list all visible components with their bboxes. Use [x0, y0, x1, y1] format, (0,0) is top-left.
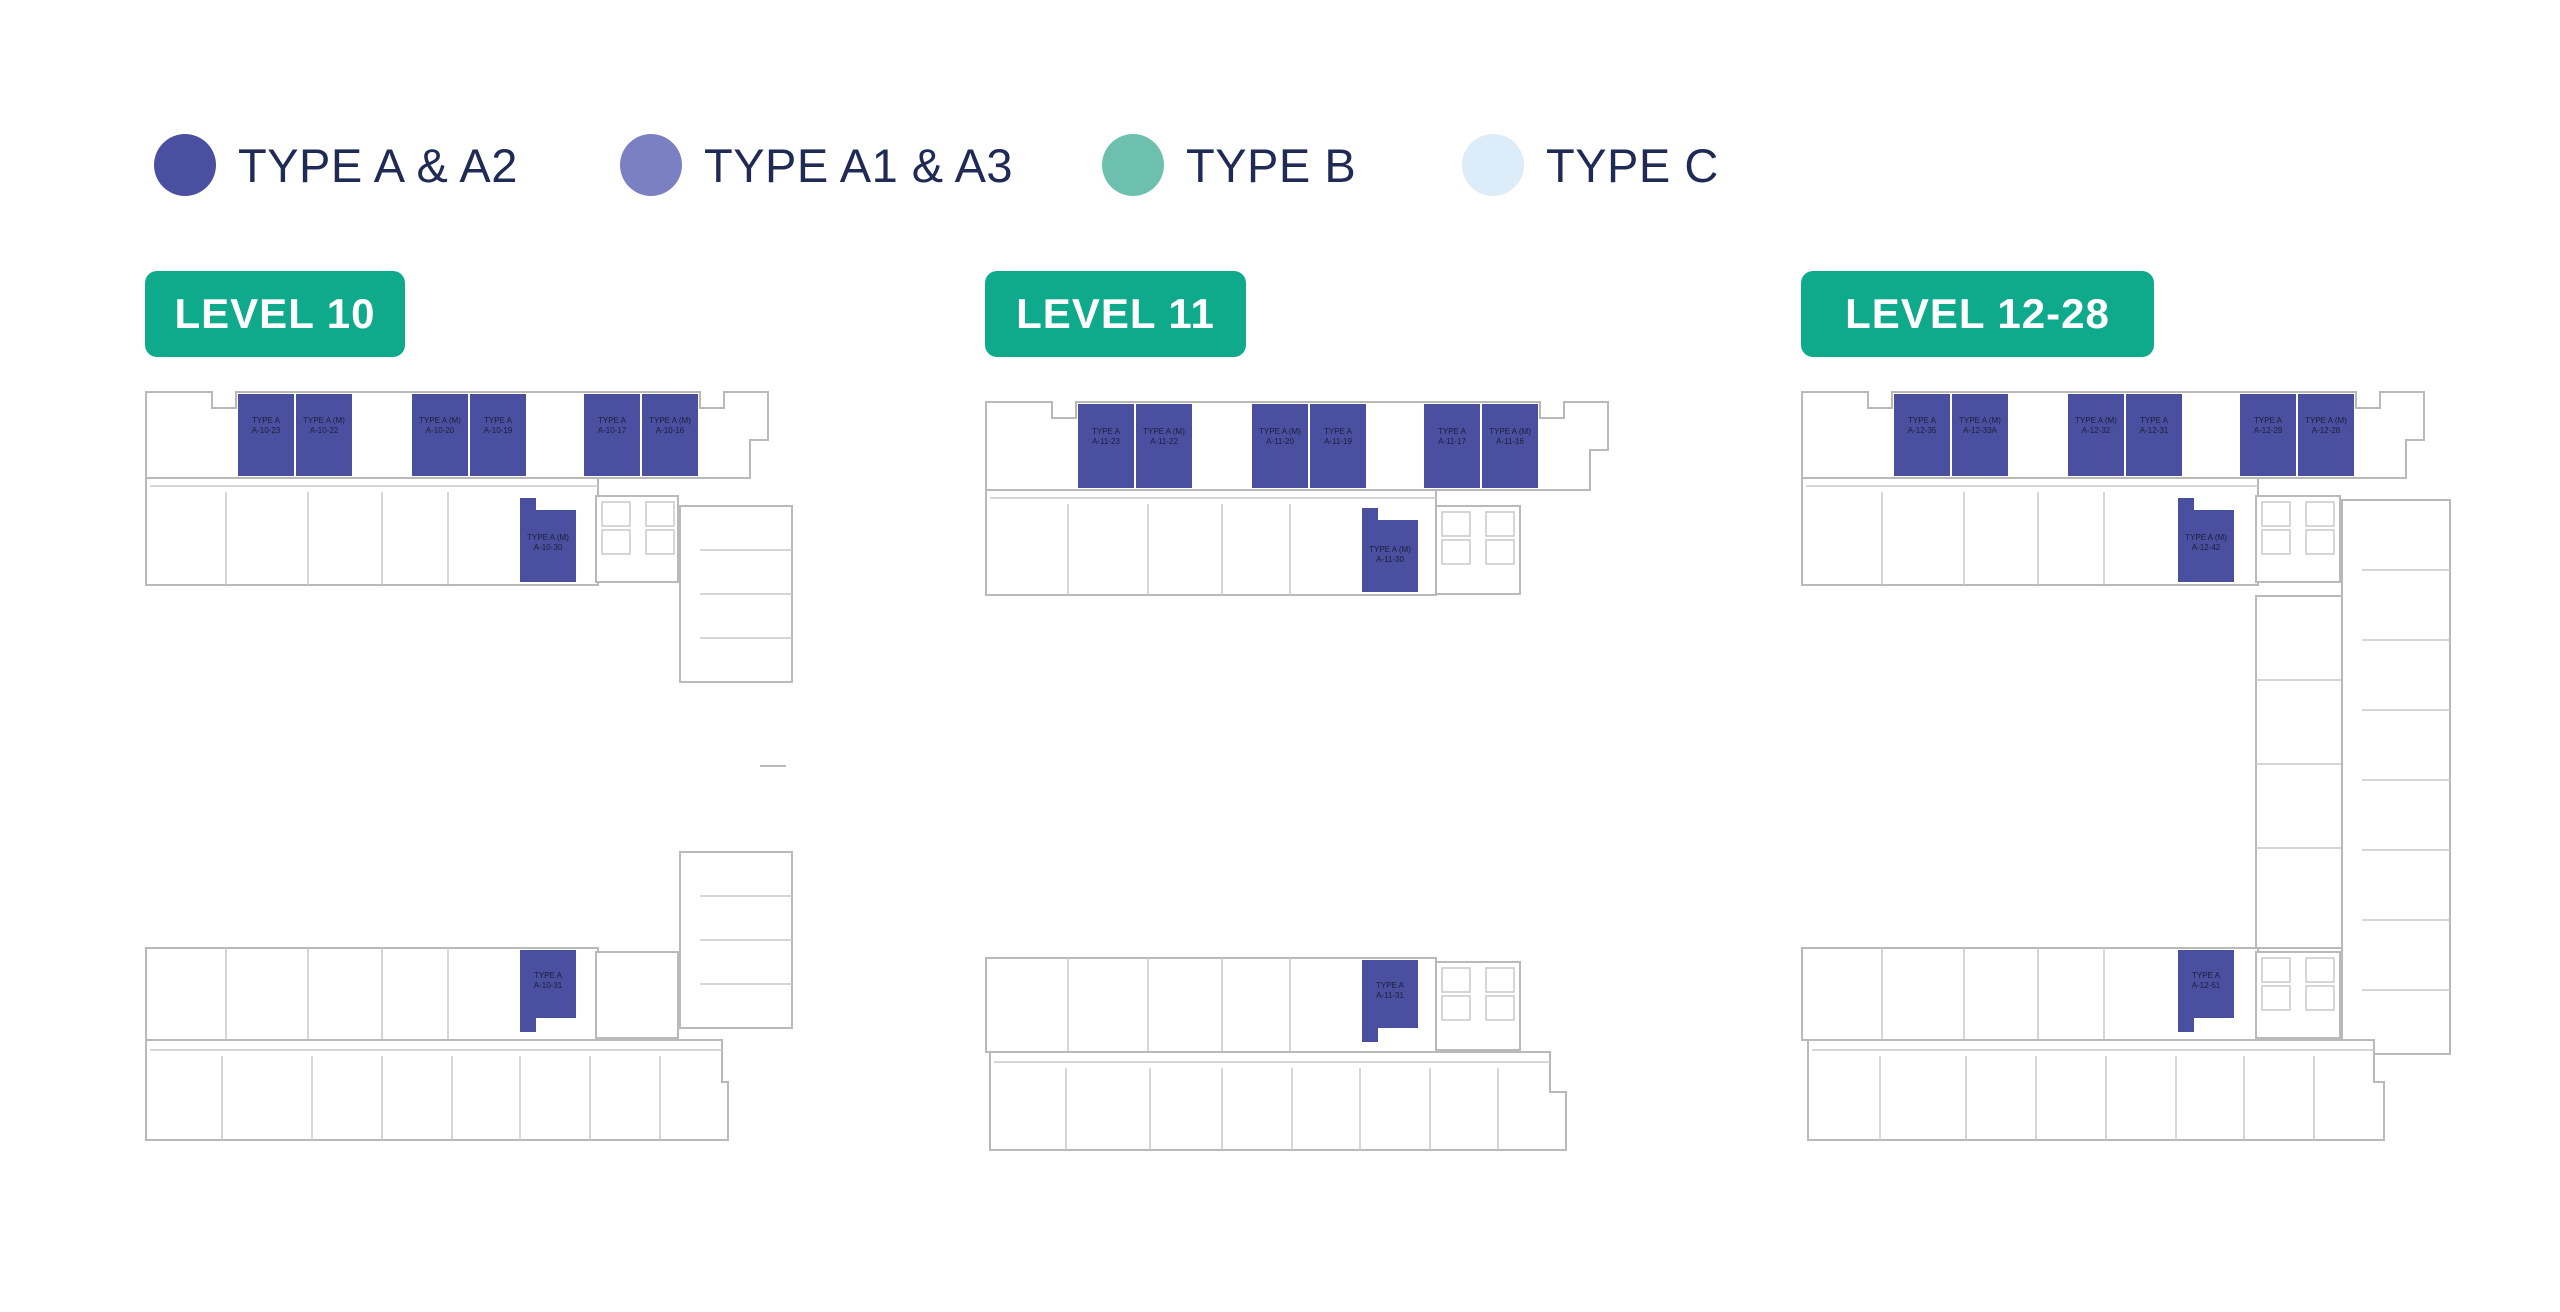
level-11-badge[interactable]: LEVEL 11: [985, 271, 1246, 357]
unit-a-11-19[interactable]: TYPE A A-11-19: [1310, 404, 1366, 488]
level-12-28-badge[interactable]: LEVEL 12-28: [1801, 271, 2154, 357]
unit-a-11-31[interactable]: TYPE A A-11-31: [1362, 960, 1418, 1042]
legend-item-type-a-a2: TYPE A & A2: [154, 133, 518, 197]
legend-item-type-a1-a3: TYPE A1 & A3: [620, 133, 1013, 197]
unit-type-label: TYPE A: [534, 971, 563, 980]
unit-a-11-30[interactable]: TYPE A (M) A-11-30: [1362, 508, 1418, 592]
level-10-plan: TYPE A A-10-23 TYPE A (M) A-10-22 TYPE A…: [145, 391, 793, 1141]
unit-type-label: TYPE A (M): [1489, 427, 1531, 436]
unit-a-10-23[interactable]: TYPE A A-10-23: [238, 394, 294, 476]
unit-a-12-29[interactable]: TYPE A A-12-29: [2240, 394, 2296, 476]
unit-type-label: TYPE A (M): [419, 416, 461, 425]
unit-a-12-35[interactable]: TYPE A A-12-35: [1894, 394, 1950, 476]
legend-swatch: [1102, 134, 1164, 196]
unit-type-label: TYPE A: [1376, 981, 1405, 990]
unit-id-label: A-12-42: [2192, 543, 2221, 552]
unit-a-10-30[interactable]: TYPE A (M) A-10-30: [520, 498, 576, 582]
unit-type-label: TYPE A: [2192, 971, 2221, 980]
unit-type-label: TYPE A: [484, 416, 513, 425]
unit-id-label: A-10-19: [484, 426, 513, 435]
unit-a-12-51[interactable]: TYPE A A-12-51: [2178, 950, 2234, 1032]
unit-type-label: TYPE A (M): [527, 533, 569, 542]
unit-type-label: TYPE A: [1324, 427, 1353, 436]
unit-a-12-31[interactable]: TYPE A A-12-31: [2126, 394, 2182, 476]
unit-id-label: A-12-33A: [1963, 426, 1997, 435]
unit-a-11-20[interactable]: TYPE A (M) A-11-20: [1252, 404, 1308, 488]
unit-a-12-28[interactable]: TYPE A (M) A-12-28: [2298, 394, 2354, 476]
unit-type-label: TYPE A (M): [1143, 427, 1185, 436]
level-12-28-plan: TYPE A A-12-35 TYPE A (M) A-12-33A TYPE …: [1801, 391, 2451, 1141]
legend-item-type-c: TYPE C: [1462, 133, 1719, 197]
unit-id-label: A-11-17: [1438, 437, 1466, 446]
unit-type-label: TYPE A: [2140, 416, 2169, 425]
unit-type-label: TYPE A: [2254, 416, 2283, 425]
unit-a-10-20[interactable]: TYPE A (M) A-10-20: [412, 394, 468, 476]
unit-a-12-42[interactable]: TYPE A (M) A-12-42: [2178, 498, 2234, 582]
unit-id-label: A-11-30: [1376, 555, 1404, 564]
unit-type-label: TYPE A (M): [2075, 416, 2117, 425]
legend-swatch: [1462, 134, 1524, 196]
unit-id-label: A-11-19: [1324, 437, 1352, 446]
unit-type-label: TYPE A (M): [2185, 533, 2227, 542]
unit-id-label: A-12-31: [2140, 426, 2169, 435]
legend-swatch: [620, 134, 682, 196]
unit-type-label: TYPE A (M): [1369, 545, 1411, 554]
unit-id-label: A-12-28: [2312, 426, 2341, 435]
unit-type-label: TYPE A (M): [303, 416, 345, 425]
unit-id-label: A-10-17: [598, 426, 627, 435]
unit-a-11-16[interactable]: TYPE A (M) A-11-16: [1482, 404, 1538, 488]
unit-id-label: A-10-16: [656, 426, 685, 435]
unit-id-label: A-10-20: [426, 426, 455, 435]
unit-id-label: A-11-16: [1496, 437, 1524, 446]
unit-a-11-22[interactable]: TYPE A (M) A-11-22: [1136, 404, 1192, 488]
legend-label: TYPE A1 & A3: [704, 138, 1014, 192]
unit-type-label: TYPE A (M): [1259, 427, 1301, 436]
unit-type-label: TYPE A: [1092, 427, 1121, 436]
legend-label: TYPE C: [1546, 138, 1719, 192]
unit-id-label: A-10-22: [310, 426, 339, 435]
unit-type-label: TYPE A (M): [1959, 416, 2001, 425]
unit-a-10-16[interactable]: TYPE A (M) A-10-16: [642, 394, 698, 476]
unit-id-label: A-11-22: [1150, 437, 1178, 446]
unit-a-12-33a[interactable]: TYPE A (M) A-12-33A: [1952, 394, 2008, 476]
unit-id-label: A-10-31: [534, 981, 563, 990]
unit-id-label: A-12-51: [2192, 981, 2221, 990]
unit-id-label: A-11-20: [1266, 437, 1294, 446]
unit-id-label: A-11-31: [1376, 991, 1404, 1000]
level-11-plan: TYPE A A-11-23 TYPE A (M) A-11-22 TYPE A…: [985, 401, 1609, 1151]
unit-type-label: TYPE A: [1438, 427, 1467, 436]
unit-a-11-17[interactable]: TYPE A A-11-17: [1424, 404, 1480, 488]
legend-item-type-b: TYPE B: [1102, 133, 1356, 197]
legend-label: TYPE B: [1186, 138, 1357, 192]
unit-id-label: A-12-32: [2082, 426, 2111, 435]
unit-id-label: A-12-35: [1908, 426, 1937, 435]
unit-a-10-17[interactable]: TYPE A A-10-17: [584, 394, 640, 476]
unit-id-label: A-12-29: [2254, 426, 2283, 435]
unit-id-label: A-10-30: [534, 543, 563, 552]
legend-label: TYPE A & A2: [238, 138, 518, 192]
unit-a-10-22[interactable]: TYPE A (M) A-10-22: [296, 394, 352, 476]
unit-a-11-23[interactable]: TYPE A A-11-23: [1078, 404, 1134, 488]
unit-a-10-19[interactable]: TYPE A A-10-19: [470, 394, 526, 476]
unit-a-12-32[interactable]: TYPE A (M) A-12-32: [2068, 394, 2124, 476]
unit-type-label: TYPE A (M): [2305, 416, 2347, 425]
unit-type-label: TYPE A: [1908, 416, 1937, 425]
unit-id-label: A-10-23: [252, 426, 281, 435]
unit-id-label: A-11-23: [1092, 437, 1120, 446]
unit-type-label: TYPE A: [252, 416, 281, 425]
unit-type-label: TYPE A (M): [649, 416, 691, 425]
level-10-badge[interactable]: LEVEL 10: [145, 271, 405, 357]
legend-swatch: [154, 134, 216, 196]
unit-a-10-31[interactable]: TYPE A A-10-31: [520, 950, 576, 1032]
unit-type-label: TYPE A: [598, 416, 627, 425]
